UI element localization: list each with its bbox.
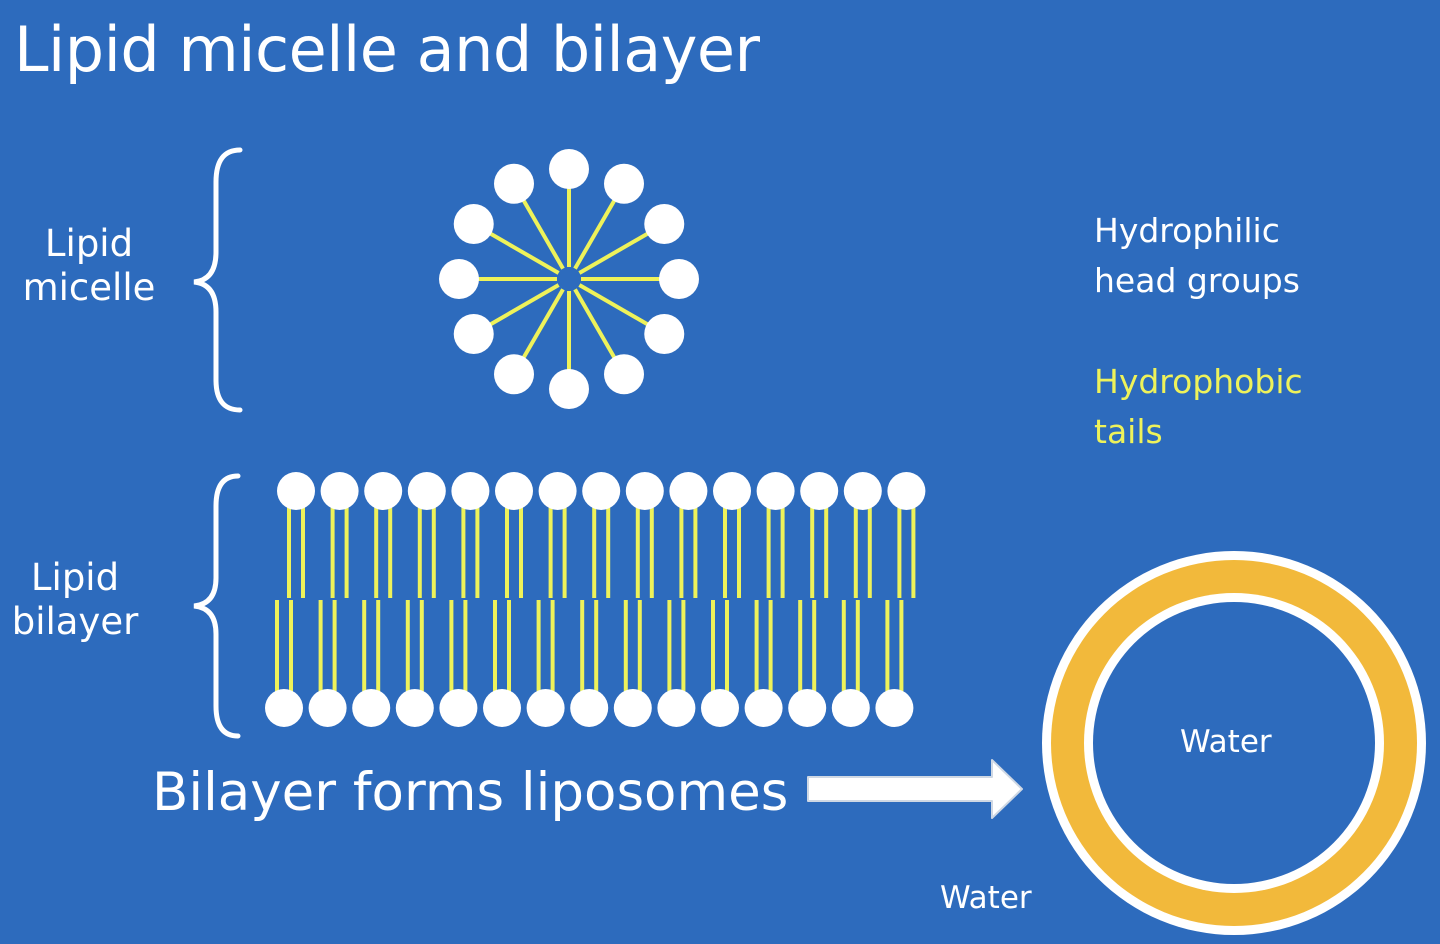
bilayer-bottom-head (526, 689, 565, 727)
bilayer-top-head (538, 472, 577, 510)
bilayer-bottom-head (265, 689, 303, 727)
bilayer-top-head (843, 472, 882, 510)
bilayer-label-line-1: Lipid (30, 556, 120, 599)
bilayer-bottom-head (483, 689, 521, 727)
micelle-label-line-2: micelle (22, 266, 156, 309)
bilayer-top-head (451, 472, 490, 510)
water-inside-label: Water (1180, 724, 1272, 760)
slide-title: Lipid micelle and bilayer (14, 13, 760, 86)
bilayer-top-head (887, 472, 926, 510)
micelle-head (604, 163, 644, 204)
bilayer-top-head (320, 472, 359, 510)
bilayer-bottom-head (308, 689, 347, 727)
micelle-head (644, 314, 685, 354)
bilayer-bottom-head (875, 689, 914, 727)
micelle-head (439, 259, 479, 299)
water-outside-label: Water (940, 880, 1032, 916)
bilayer-top-head (800, 472, 839, 510)
micelle-label: Lipid micelle (14, 222, 164, 310)
micelle-label-line-1: Lipid (44, 222, 134, 265)
bilayer-bottom-head (570, 689, 609, 727)
bilayer-top-head (713, 472, 751, 510)
bilayer-top-head (582, 472, 621, 510)
lipid-bilayer (265, 472, 926, 727)
bilayer-bottom-head (395, 689, 434, 727)
bilayer-top-head (669, 472, 708, 510)
micelle-head (644, 204, 685, 244)
liposome-caption: Bilayer forms liposomes (152, 762, 789, 823)
bilayer-top-head (625, 472, 664, 510)
bilayer-bottom-head (831, 689, 870, 727)
legend-hydrophobic-line-1: Hydrophobic (1094, 362, 1303, 401)
bilayer-top-head (407, 472, 446, 510)
micelle-head (549, 369, 589, 409)
bilayer-brace (193, 473, 241, 739)
bilayer-bottom-head (657, 689, 696, 727)
micelle-head (604, 354, 644, 395)
legend-hydrophobic: Hydrophobic tails (1094, 357, 1303, 457)
bilayer-top-head (277, 472, 315, 510)
micelle-head (659, 259, 699, 299)
bilayer-label: Lipid bilayer (0, 556, 150, 644)
micelle-brace (193, 147, 243, 413)
micelle-head (494, 163, 534, 204)
legend-hydrophilic: Hydrophilic head groups (1094, 206, 1300, 306)
bilayer-bottom-head (613, 689, 652, 727)
bilayer-bottom-head (352, 689, 391, 727)
legend-hydrophilic-line-1: Hydrophilic (1094, 211, 1280, 250)
micelle-head (549, 149, 589, 189)
lipid-micelle (439, 149, 699, 409)
arrow-icon (807, 759, 1023, 819)
bilayer-bottom-head (744, 689, 783, 727)
bilayer-top-head (756, 472, 795, 510)
bilayer-label-line-2: bilayer (11, 600, 139, 643)
liposome-water-core (1093, 602, 1375, 884)
bilayer-bottom-head (439, 689, 478, 727)
bilayer-top-head (495, 472, 533, 510)
bilayer-bottom-head (788, 689, 827, 727)
legend-hydrophilic-line-2: head groups (1094, 261, 1300, 300)
micelle-head (494, 354, 534, 395)
bilayer-bottom-head (701, 689, 739, 727)
legend-hydrophobic-line-2: tails (1094, 412, 1163, 451)
micelle-head (453, 314, 494, 354)
bilayer-top-head (364, 472, 403, 510)
micelle-head (453, 204, 494, 244)
